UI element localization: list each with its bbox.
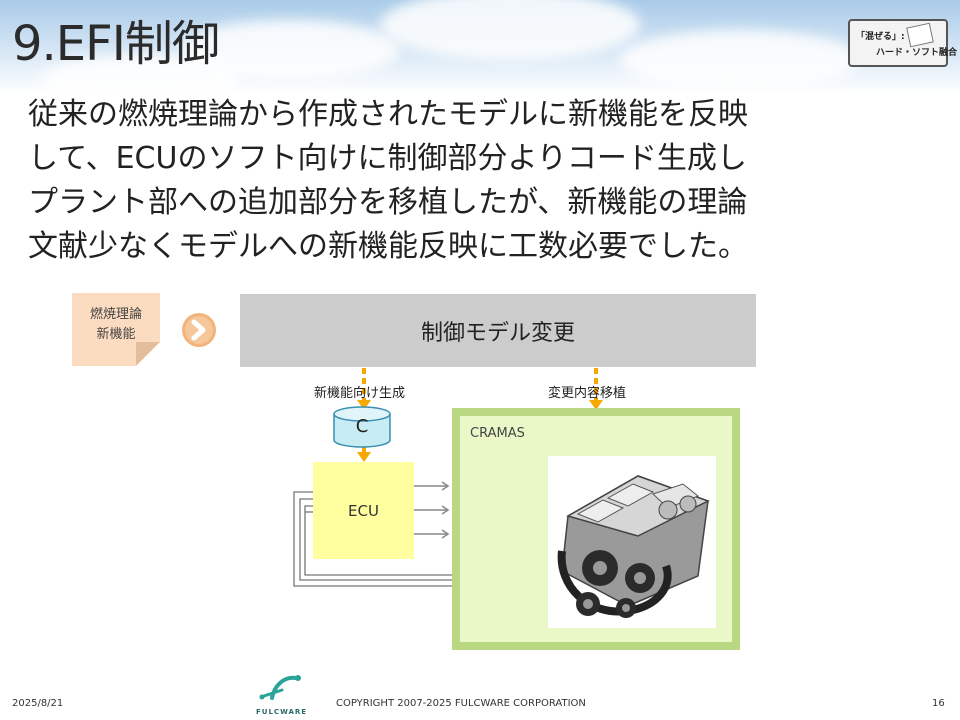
header-banner [0,0,960,95]
generate-label: 新機能向け生成 [314,386,406,401]
body-line: 文献少なくモデルへの新機能反映に工数必要でした。 [28,229,748,264]
ecu-box: ECU [313,462,414,559]
logo-text: FULCWARE [256,708,308,716]
cramas-label: CRAMAS [470,426,525,441]
cramas-box: CRAMAS [452,408,740,650]
slide-title: 9.EFI制御 [12,16,220,72]
fusion-badge: 「混ぜる」: ハード・ソフト融合 [848,19,957,67]
badge-line2: ハード・ソフト融合 [876,48,958,58]
body-line: プラント部への追加部分を移植したが、新機能の理論 [28,185,748,220]
note-line1: 燃焼理論 [89,307,142,322]
cylinder-label: C [355,416,369,437]
footer-copyright: COPYRIGHT 2007-2025 FULCWARE CORPORATION [336,698,586,709]
footer-date: 2025/8/21 [12,698,64,709]
theory-note: 燃焼理論 新機能 [72,293,160,366]
cloud [380,0,640,60]
note-fold [136,342,160,366]
engine-icon [548,456,716,628]
body-line: 従来の燃焼理論から作成されたモデルに新機能を反映 [28,97,748,132]
body-paragraph: 従来の燃焼理論から作成されたモデルに新機能を反映 して、ECUのソフト向けに制御… [28,93,948,269]
chevron-right-icon [182,313,216,347]
fulcware-logo-icon [259,675,301,700]
badge-line1: 「混ぜる」: [856,32,905,42]
cloud [620,30,860,90]
port-label: 変更内容移植 [548,386,627,401]
cylinder-icon [333,406,391,448]
body-line: して、ECUのソフト向けに制御部分よりコード生成し [28,141,747,176]
page-number: 16 [932,698,945,709]
cloud [40,55,240,95]
control-model-box: 制御モデル変更 [240,294,756,367]
note-line2: 新機能 [96,327,136,342]
note-text: 燃焼理論 新機能 [72,305,160,345]
